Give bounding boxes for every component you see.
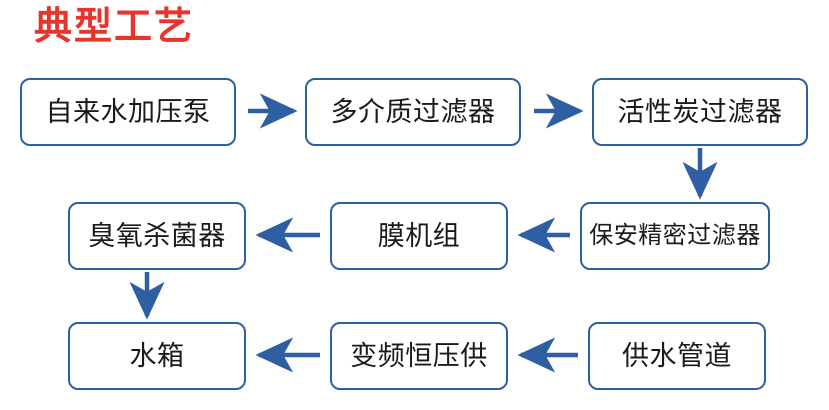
node-tap-water-booster-pump[interactable]: 自来水加压泵 bbox=[20, 78, 236, 146]
node-label: 保安精密过滤器 bbox=[589, 222, 761, 249]
node-label: 膜机组 bbox=[377, 220, 461, 251]
node-label: 活性炭过滤器 bbox=[617, 96, 783, 127]
node-multimedia-filter[interactable]: 多介质过滤器 bbox=[305, 78, 521, 146]
node-water-tank[interactable]: 水箱 bbox=[68, 322, 246, 390]
node-label: 水箱 bbox=[129, 340, 185, 371]
node-label: 臭氧杀菌器 bbox=[88, 220, 226, 251]
page-title: 典型工艺 bbox=[34, 6, 195, 48]
node-activated-carbon-filter[interactable]: 活性炭过滤器 bbox=[592, 78, 808, 146]
node-label: 变频恒压供 bbox=[350, 340, 488, 371]
node-membrane-unit[interactable]: 膜机组 bbox=[330, 202, 508, 270]
node-ozone-sterilizer[interactable]: 臭氧杀菌器 bbox=[68, 202, 246, 270]
node-label: 供水管道 bbox=[622, 340, 732, 371]
node-label: 多介质过滤器 bbox=[330, 96, 496, 127]
node-label: 自来水加压泵 bbox=[45, 96, 211, 127]
node-water-supply-pipeline[interactable]: 供水管道 bbox=[588, 322, 766, 390]
node-variable-frequency-constant-pressure-supply[interactable]: 变频恒压供 bbox=[330, 322, 508, 390]
node-security-precision-filter[interactable]: 保安精密过滤器 bbox=[580, 202, 770, 270]
